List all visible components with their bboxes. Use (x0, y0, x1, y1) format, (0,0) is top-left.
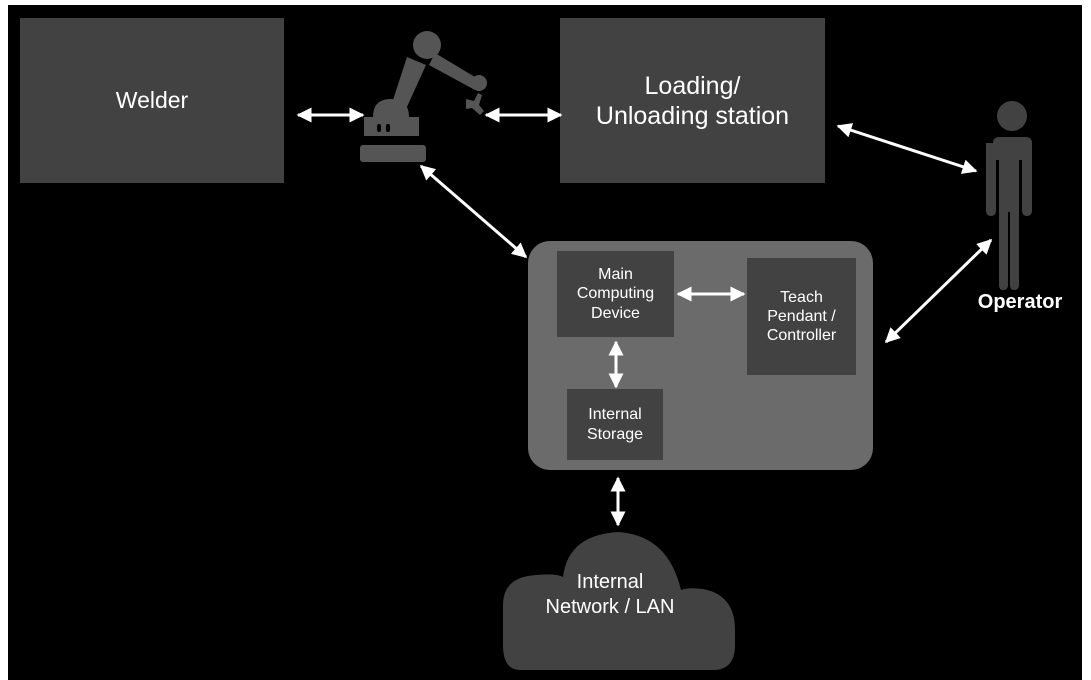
arrow-operator-controller (884, 238, 993, 344)
main-computing-device-box: Main Computing Device (557, 251, 674, 337)
loading-station-label-line1: Loading/ (644, 71, 741, 100)
cloud-icon (503, 532, 735, 670)
welder-label: Welder (115, 86, 189, 113)
loading-station-box: Loading/ Unloading station (560, 18, 825, 183)
connection-arrows (296, 107, 993, 527)
mcd-label-line1: Main (598, 266, 633, 284)
welder-box: Welder (20, 18, 284, 183)
network-label-line1: Internal (576, 571, 644, 593)
arrow-robot-controller (419, 164, 528, 259)
internal-storage-box: Internal Storage (567, 389, 663, 460)
mcd-label-line3: Device (591, 304, 640, 322)
storage-label-line1: Internal (588, 406, 642, 424)
diagram-canvas: Welder Loading/ Unloading station Main C… (8, 5, 1082, 680)
network-label-line2: Network / LAN (545, 596, 675, 618)
network-label: Internal Network / LAN (510, 570, 710, 620)
person-icon (986, 101, 1032, 290)
operator-label: Operator (978, 291, 1063, 313)
mcd-label-line2: Computing (576, 285, 655, 303)
tp-label-line2: Pendant / (767, 307, 836, 325)
controller-group: Main Computing Device Teach Pendant / Co… (528, 241, 873, 470)
robot-arm-icon (360, 31, 487, 162)
teach-pendant-box: Teach Pendant / Controller (747, 258, 856, 375)
storage-label-line2: Storage (586, 425, 644, 443)
tp-label-line3: Controller (766, 327, 837, 345)
arrow-loading-operator (836, 123, 978, 174)
diagram-overlay: Operator (296, 31, 1063, 670)
loading-station-label-line2: Unloading station (595, 101, 790, 130)
tp-label-line1: Teach (780, 288, 823, 306)
